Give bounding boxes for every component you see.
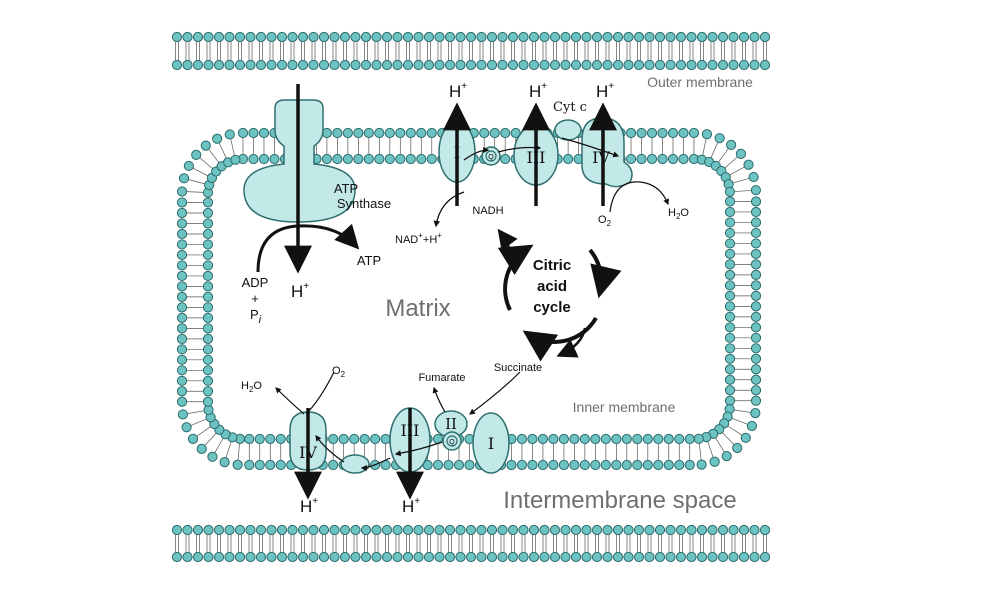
oxygen-label-bottom: O2 [332,365,346,379]
adp-plus-label: + [251,291,259,306]
h-base: H [300,497,312,516]
water-o: O [253,380,262,392]
h-sup: + [461,81,467,92]
complex-i-bottom-label: I [488,434,494,453]
complex-iii-top-label: III [527,148,546,167]
citric-acid-cycle-line3: cycle [533,299,571,316]
ubiquinone-bottom [442,431,462,451]
h-sup: + [303,281,309,292]
h-plus-complex-iv-bottom: H+ [300,496,318,516]
citric-acid-cycle-line1: Citric [533,257,571,274]
cytochrome-c-top [554,119,582,141]
phosphate-sub: i [259,314,262,326]
h-base: H [596,82,608,101]
outer-membrane-label: Outer membrane [647,74,753,90]
intermembrane-space-label: Intermembrane space [503,487,736,514]
oxygen-o: O [332,365,341,377]
h-plus-complex-iii: H+ [529,81,547,101]
nad-base: NAD [395,234,418,246]
citric-acid-cycle-line2: acid [537,278,567,295]
h-plus-atp-synthase: H+ [291,281,309,301]
h-sup: + [312,496,318,507]
outer-membrane-top [171,31,771,71]
water-h: H [668,207,676,219]
complex-iv-top-label: IV [592,148,610,167]
water-label-bottom: H2O [241,380,262,394]
complex-iv-bottom-label: IV [299,443,317,462]
ubiquinone-bottom-label: Q [449,439,455,446]
fumarate-label: Fumarate [418,372,465,384]
arrows [256,84,670,500]
water-label-top: H2O [668,207,689,221]
complex-i-bottom [472,412,510,474]
h-plus-complex-i: H+ [449,81,467,101]
oxygen-sub: 2 [341,370,346,379]
h-plus-complex-iii-bottom: H+ [402,496,420,516]
ubiquinone-top-label: Q [488,154,494,161]
h-base: H [291,282,303,301]
atp-synthase-label-line1: ATP [334,181,358,196]
atp-label: ATP [357,253,381,268]
complex-iii-bottom-label: III [401,421,420,440]
water-h: H [241,380,249,392]
complex-i-top-label: I [454,143,460,162]
atp-synthase-label-line2: Synthase [337,196,391,211]
h-sup: + [414,496,420,507]
oxygen-o: O [598,214,607,226]
phosphate-label: Pi [250,307,262,326]
cytochrome-c-bottom [340,454,370,474]
nad-label: NAD++H+ [395,231,442,246]
h-sup: + [541,81,547,92]
water-o: O [680,207,689,219]
water-sub: 2 [676,212,681,221]
h-base: H [449,82,461,101]
inner-membrane-label: Inner membrane [573,399,676,415]
outer-membrane-bottom [171,524,771,563]
h-plus-complex-iv: H+ [596,81,614,101]
cytochrome-c-label: Cyt c [553,100,587,115]
h-base: H [529,82,541,101]
water-sub: 2 [249,385,254,394]
nadh-label: NADH [472,205,503,217]
h-base: H [402,497,414,516]
nad-h-sup: + [437,231,442,240]
adp-label: ADP [242,275,269,290]
h-sup: + [608,81,614,92]
matrix-label: Matrix [385,295,450,322]
complex-ii-bottom-label: II [445,415,457,433]
oxygen-label-top: O2 [598,214,612,228]
succinate-label: Succinate [494,362,542,374]
phosphate-base: P [250,307,259,322]
oxygen-sub: 2 [607,219,612,228]
nad-sup: + [418,231,423,240]
nad-plus-h: +H [423,234,437,246]
